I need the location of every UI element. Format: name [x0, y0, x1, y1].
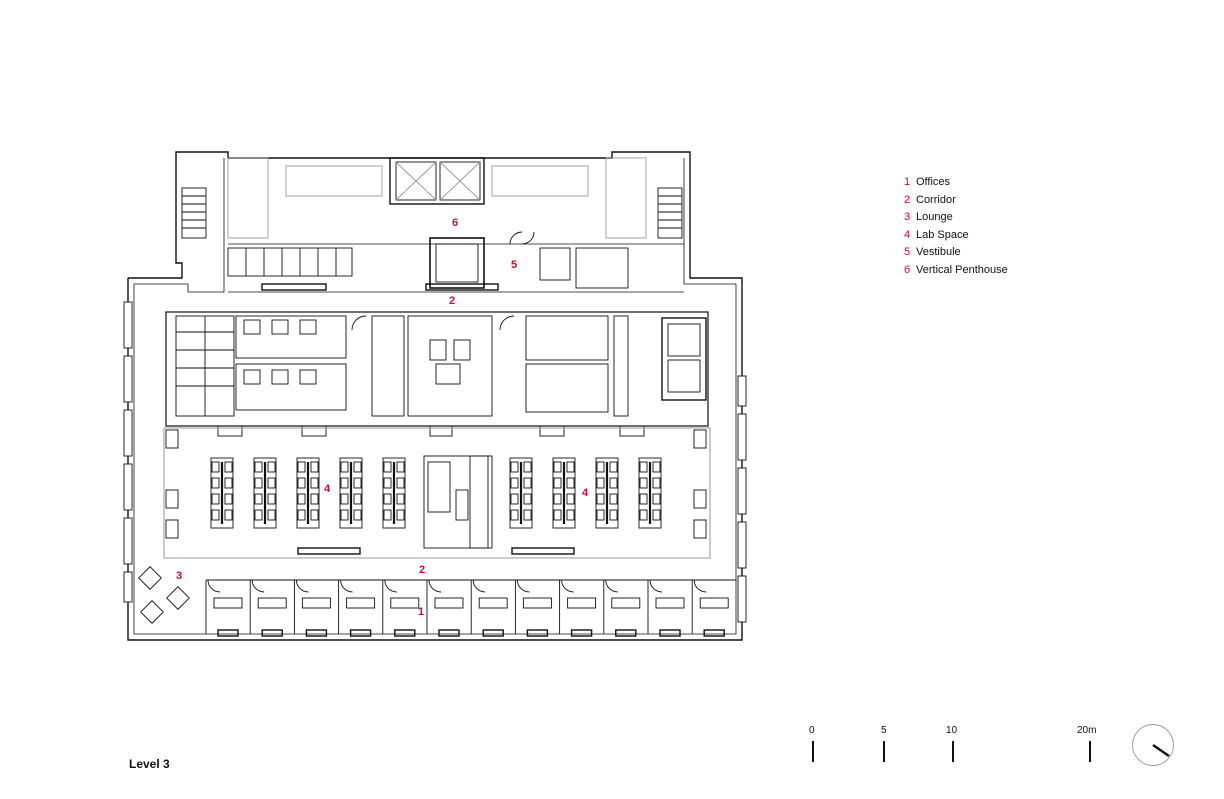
lab-bench — [253, 457, 277, 529]
tag-offices: 1 — [418, 606, 424, 618]
lab-bench — [638, 457, 662, 529]
lab-bench — [296, 457, 320, 529]
tag-lab-east: 4 — [582, 487, 589, 499]
south-offices — [205, 579, 736, 637]
tag-lounge: 3 — [176, 570, 182, 582]
office-cell — [559, 579, 597, 637]
office-cell — [514, 579, 552, 637]
office-cell — [293, 579, 331, 637]
facade-mullions — [123, 301, 747, 623]
office-cell — [691, 579, 729, 637]
lab-bench — [339, 457, 363, 529]
office-cell — [205, 579, 243, 637]
tag-corridor-south: 2 — [419, 564, 425, 576]
tag-corridor-north: 2 — [449, 295, 455, 307]
office-cell — [338, 579, 376, 637]
scale-label-5: 5 — [881, 725, 887, 736]
north-arrow-icon — [1132, 724, 1174, 766]
outer-walls — [127, 151, 743, 641]
office-cell — [647, 579, 685, 637]
penthouse-core — [181, 157, 683, 291]
tag-vestibule: 5 — [511, 259, 517, 271]
office-cell — [426, 579, 464, 637]
office-cell — [603, 579, 641, 637]
lounge-tables — [138, 566, 190, 624]
level-label: Level 3 — [129, 757, 170, 771]
lab-center-core — [163, 427, 711, 559]
scale-label-10: 10 — [946, 725, 958, 736]
tag-lab-west: 4 — [324, 483, 331, 495]
scale-label-0: 0 — [809, 725, 815, 736]
lab-bench — [552, 457, 576, 529]
office-cell — [249, 579, 287, 637]
scale-label-20m: 20m — [1077, 725, 1097, 736]
tag-vertical-penthouse: 6 — [452, 217, 458, 229]
lab-bench — [595, 457, 619, 529]
lab-bench — [382, 457, 406, 529]
office-cell — [382, 579, 420, 637]
office-cell — [470, 579, 508, 637]
lab-bench — [210, 457, 234, 529]
lab-bench — [509, 457, 533, 529]
scale-bar — [812, 741, 1091, 762]
north-rooms — [165, 311, 709, 437]
lab-benches — [210, 457, 662, 529]
